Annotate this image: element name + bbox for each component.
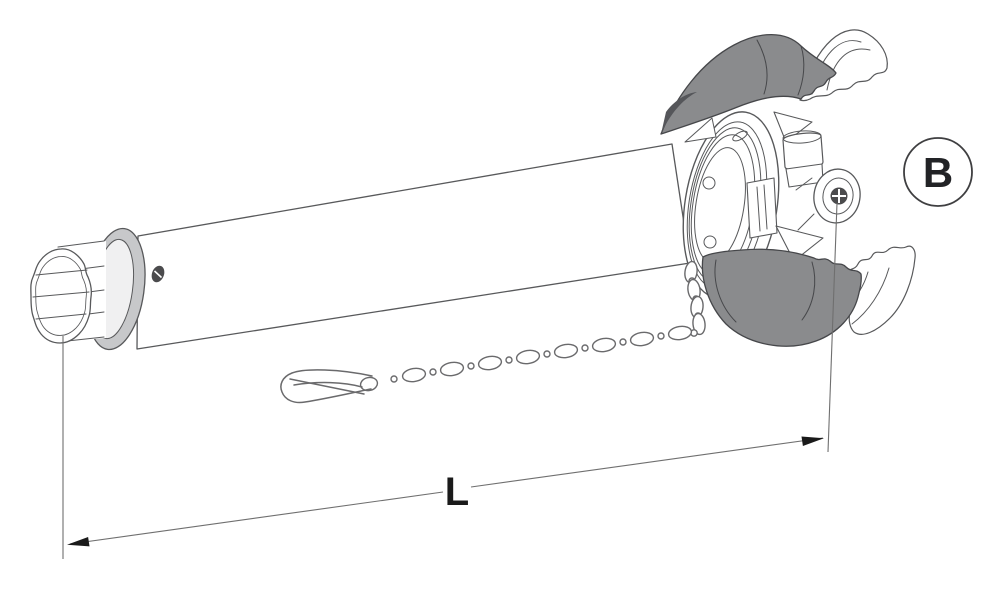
balloon-label: B <box>923 149 953 196</box>
upper-guard-shell <box>660 34 837 135</box>
dimension-line <box>69 437 824 545</box>
grease-nipple <box>782 130 824 231</box>
arrowhead-left-icon <box>67 537 90 547</box>
lower-guard-shell <box>701 248 862 347</box>
dimension-label: L <box>445 470 469 514</box>
latch-block <box>746 177 778 239</box>
cone-screw <box>813 168 861 224</box>
safety-chain <box>390 260 706 383</box>
snap-hook <box>280 369 379 404</box>
arrowhead-right-icon <box>801 436 824 446</box>
profile-end-tube <box>30 240 106 344</box>
balloon-B: B <box>903 137 973 207</box>
dimension-L: L <box>62 202 838 559</box>
extension-line-right <box>827 202 838 453</box>
tube-hole <box>151 265 165 283</box>
flange-hole <box>702 176 716 190</box>
outer-guard-tube <box>136 143 691 350</box>
flange-hole <box>703 235 717 249</box>
balloon-circle <box>903 137 973 207</box>
